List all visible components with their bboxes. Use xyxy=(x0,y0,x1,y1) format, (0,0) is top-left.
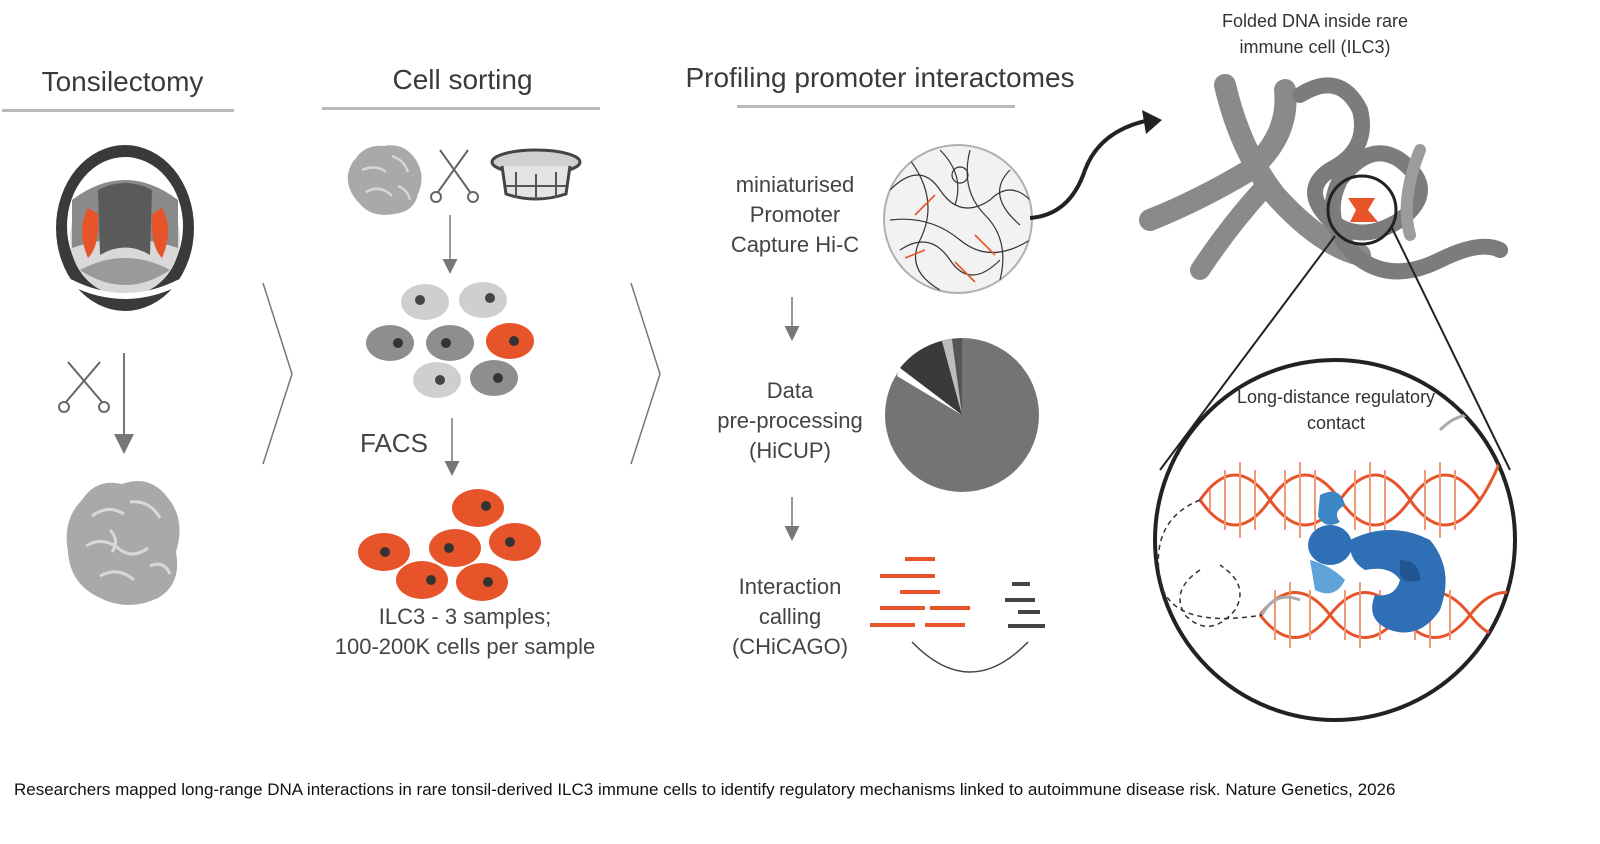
samples-line-1: ILC3 - 3 samples; xyxy=(378,604,552,629)
stage-separator xyxy=(630,282,661,465)
stage-heading-cell-sorting: Cell sorting xyxy=(392,64,533,95)
interaction-site-icon xyxy=(1348,198,1378,222)
step-calling-line-3: (CHiCAGO) xyxy=(731,634,849,659)
step-capture-line-2: Promoter xyxy=(749,202,841,227)
chromatin-network-icon xyxy=(883,144,1033,294)
zoom-circle xyxy=(1153,358,1517,722)
step-capture-line-3: Capture Hi-C xyxy=(730,232,860,257)
pie-chart-icon xyxy=(885,338,1039,492)
contact-label-line-2: contact xyxy=(1306,413,1366,433)
facs-label: FACS xyxy=(360,428,428,458)
stage-heading-tonsilectomy: Tonsilectomy xyxy=(41,66,204,97)
step-capture-line-1: miniaturised xyxy=(735,172,855,197)
zoom-marker xyxy=(1326,174,1398,246)
folded-dna-label-line-1: Folded DNA inside rare xyxy=(1221,11,1409,31)
tissue-icon xyxy=(347,145,422,215)
tissue-icon xyxy=(66,481,180,605)
scissors-icon xyxy=(58,361,110,413)
figure-caption: Researchers mapped long-range DNA intera… xyxy=(14,780,1396,799)
step-preprocess-line-2: pre-processing xyxy=(717,408,863,433)
folded-dna-label-line-2: immune cell (ILC3) xyxy=(1239,37,1391,57)
protein-complex-icon xyxy=(1308,491,1446,633)
read-pairs-icon xyxy=(870,557,1045,673)
mixed-cell-population xyxy=(366,282,534,398)
cell-strainer-icon xyxy=(490,148,582,201)
scissors-icon xyxy=(430,149,479,203)
step-calling-line-2: calling xyxy=(758,604,822,629)
heading-divider xyxy=(322,107,600,110)
step-calling-line-1: Interaction xyxy=(738,574,842,599)
sorted-ilc3-cells xyxy=(358,489,541,601)
heading-divider xyxy=(2,109,234,112)
heading-divider xyxy=(737,105,1015,108)
step-preprocess-line-1: Data xyxy=(766,378,814,403)
chromosome-icon xyxy=(1139,74,1508,280)
mouth-icon xyxy=(56,145,194,311)
stage-separator xyxy=(262,282,293,465)
samples-line-2: 100-200K cells per sample xyxy=(334,634,596,659)
contact-label-line-1: Long-distance regulatory xyxy=(1236,387,1436,407)
stage-heading-profiling: Profiling promoter interactomes xyxy=(685,62,1075,93)
step-preprocess-line-3: (HiCUP) xyxy=(749,438,831,463)
